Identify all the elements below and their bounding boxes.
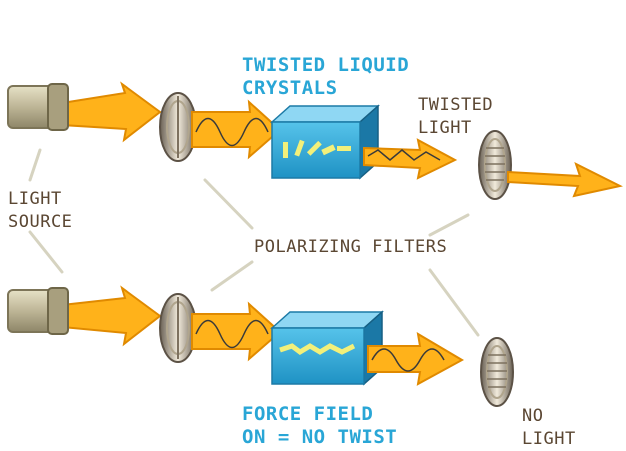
polarizing-filter-icon (159, 92, 197, 162)
force-field-label: FORCE FIELD ON = NO TWIST (242, 403, 397, 449)
no-light-line2: LIGHT (522, 429, 576, 449)
light-beam-arrow-icon (61, 81, 162, 143)
light-source-icon (7, 83, 69, 131)
twisted-light-line2: LIGHT (418, 118, 472, 138)
light-beam-arrow-icon (367, 332, 465, 386)
twisted-light-label: TWISTED LIGHT (418, 94, 493, 140)
twisted-light-line1: TWISTED (418, 95, 494, 115)
polarizing-filter-icon (480, 337, 514, 407)
no-light-label: NO LIGHT (522, 405, 576, 451)
light-source-line1: LIGHT (8, 189, 62, 209)
liquid-crystal-cell-icon (270, 104, 380, 180)
twisted-liquid-crystals-line1: TWISTED LIQUID (242, 54, 410, 76)
light-source-label: LIGHT SOURCE (8, 188, 72, 234)
light-beam-arrow-icon (191, 301, 282, 362)
no-light-line1: NO (522, 406, 544, 426)
light-beam-arrow-icon (191, 99, 282, 160)
twisted-liquid-crystals-line2: CRYSTALS (242, 77, 338, 99)
light-source-line2: SOURCE (8, 212, 73, 232)
light-beam-arrow-icon (61, 285, 162, 347)
light-beam-arrow-icon (507, 162, 623, 198)
light-beam-arrow-icon (363, 138, 458, 180)
polarizing-filter-icon (159, 293, 197, 363)
polarizing-filter-icon (478, 130, 512, 200)
polarizing-filters-label: POLARIZING FILTERS (254, 237, 448, 257)
force-field-line2: ON = NO TWIST (242, 426, 398, 448)
twisted-liquid-crystals-label: TWISTED LIQUID CRYSTALS (242, 54, 409, 100)
leader-lines (28, 148, 480, 337)
liquid-crystal-cell-icon (270, 310, 384, 386)
light-source-icon (7, 287, 69, 335)
force-field-line1: FORCE FIELD (242, 403, 374, 425)
